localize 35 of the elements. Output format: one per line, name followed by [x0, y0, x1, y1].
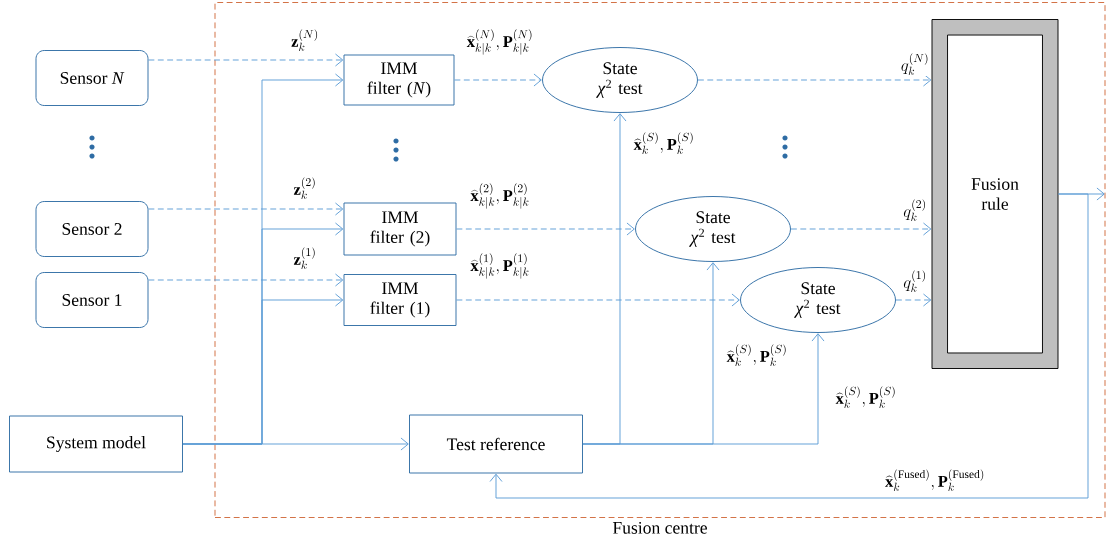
edge-label: $\mathbf{z}_k^{(N)}$	[290, 27, 320, 53]
edge-label: $\widehat{\mathbf{x}}_k^{(S)}, \mathbf{P}_k^{(S)}$	[725, 342, 789, 368]
arrow	[148, 202, 344, 216]
edge-label: $\widehat{\mathbf{x}}_{k|k}^{(2)}, \mathbf{P}_{k|k}^{(2)}$	[469, 182, 531, 210]
arrow	[1058, 187, 1105, 201]
edge-label: $\mathbf{z}_k^{(2)}$	[292, 175, 318, 201]
edge-label: $q_k^{(1)}$	[902, 268, 928, 294]
arrow	[148, 273, 344, 287]
arrow	[148, 53, 344, 67]
filter-box: IMM filter (N)	[343, 54, 455, 106]
edge-label: $q_k^{(2)}$	[902, 197, 928, 223]
arrow	[456, 293, 740, 307]
edge-label: $\mathbf{z}_k^{(1)}$	[292, 245, 318, 271]
sensor-box: Sensor 1	[35, 272, 149, 328]
filter-box: IMM filter (1)	[343, 274, 457, 326]
node-label: Fusion centre	[612, 521, 707, 534]
arrow	[582, 333, 825, 445]
sensor-box: Sensor 2	[35, 201, 149, 257]
edge-label: $\widehat{\mathbf{x}}_{k|k}^{(N)}, \mathbf{P}_{k|k}^{(N)}$	[465, 28, 535, 56]
arrow	[454, 73, 542, 87]
arrow	[895, 293, 932, 307]
arrow	[182, 437, 409, 451]
sensor-box: Sensor N	[35, 50, 149, 106]
edge-label: $q_k^{(N)}$	[899, 51, 931, 77]
edge-label: $\widehat{\mathbf{x}}_{k|k}^{(1)}, \mathbf{P}_{k|k}^{(1)}$	[469, 252, 531, 280]
arrow	[489, 193, 1089, 499]
edge-label: $\widehat{\mathbf{x}}_k^{(\mathrm{Fused})}, \mathbf{P}_k^{(\mathrm{Fused})}$	[883, 467, 987, 493]
reference-box: Test reference	[409, 414, 583, 474]
arrow	[456, 222, 635, 236]
edge-label: $\widehat{\mathbf{x}}_k^{(S)}, \mathbf{P}_k^{(S)}$	[834, 384, 898, 410]
filter-box: IMM filter (2)	[343, 202, 457, 256]
arrow	[697, 73, 932, 87]
arrow	[790, 222, 932, 236]
edge-label: $\widehat{\mathbf{x}}_k^{(S)}, \mathbf{P}_k^{(S)}$	[632, 130, 696, 156]
model-box: System model	[9, 415, 183, 473]
